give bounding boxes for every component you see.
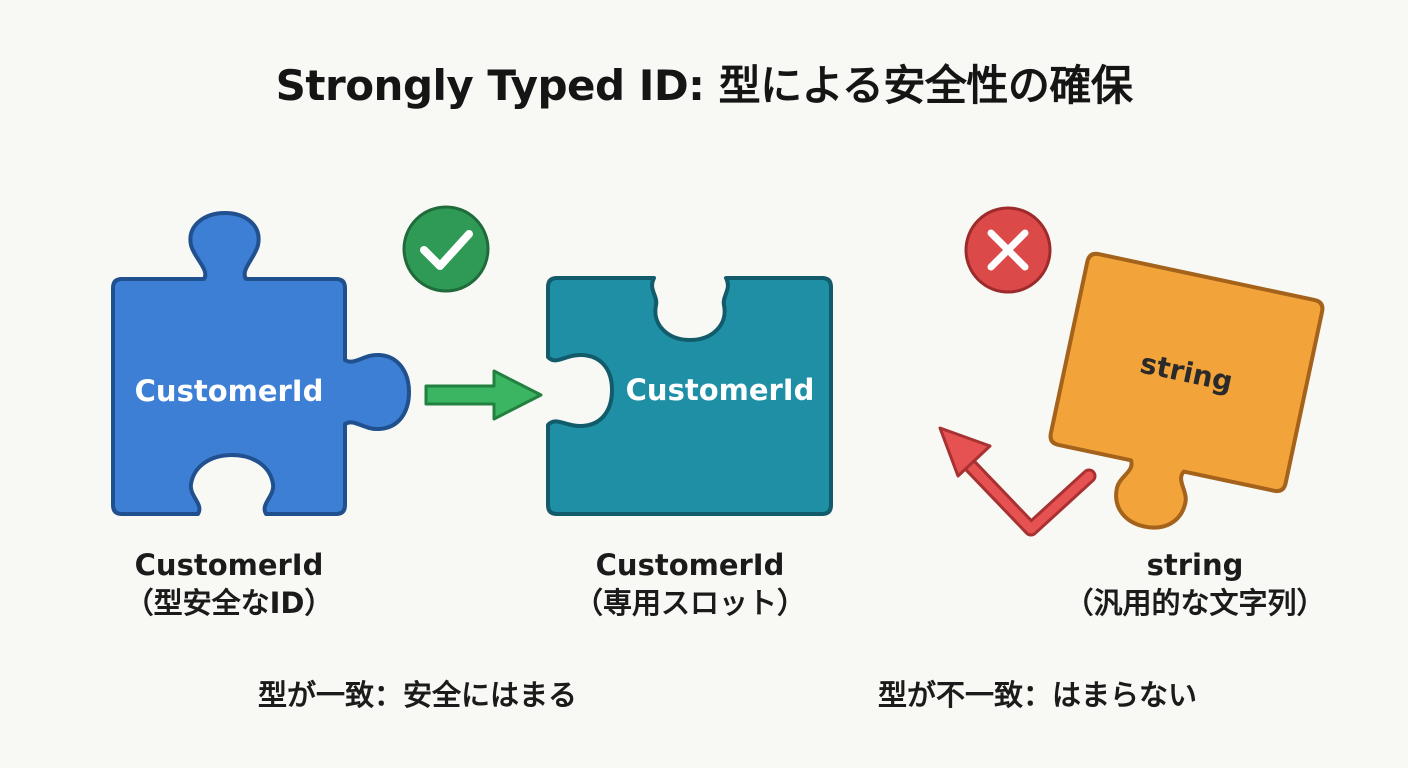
bounce-back-arrow-icon — [938, 426, 1097, 537]
mismatch-verdict: 型が不一致：はまらない — [878, 678, 1198, 712]
check-circle-icon — [402, 205, 490, 293]
right-arrow-icon — [424, 369, 543, 421]
slot-caption-desc: （専用スロット） — [573, 586, 806, 620]
slot-caption: CustomerId （専用スロット） — [560, 546, 820, 622]
customer-id-caption: CustomerId （型安全なID） — [109, 546, 349, 622]
customer-id-slot: CustomerId — [546, 276, 833, 516]
customer-id-piece: CustomerId — [111, 211, 411, 516]
match-verdict: 型が一致：安全にはまる — [258, 678, 578, 712]
customer-id-slot-label: CustomerId — [626, 373, 815, 407]
string-caption-desc: （汎用的な文字列） — [1064, 586, 1326, 620]
string-caption-name: string — [1146, 548, 1244, 582]
customer-id-piece-label: CustomerId — [135, 374, 324, 408]
page-title: Strongly Typed ID: 型による安全性の確保 — [275, 61, 1133, 110]
string-caption: string （汎用的な文字列） — [1060, 546, 1330, 622]
slot-caption-name: CustomerId — [595, 548, 785, 582]
customer-id-caption-desc: （型安全なID） — [124, 586, 334, 620]
cross-circle-icon — [964, 206, 1052, 294]
string-piece: string — [1048, 251, 1325, 530]
customer-id-caption-name: CustomerId — [134, 548, 324, 582]
